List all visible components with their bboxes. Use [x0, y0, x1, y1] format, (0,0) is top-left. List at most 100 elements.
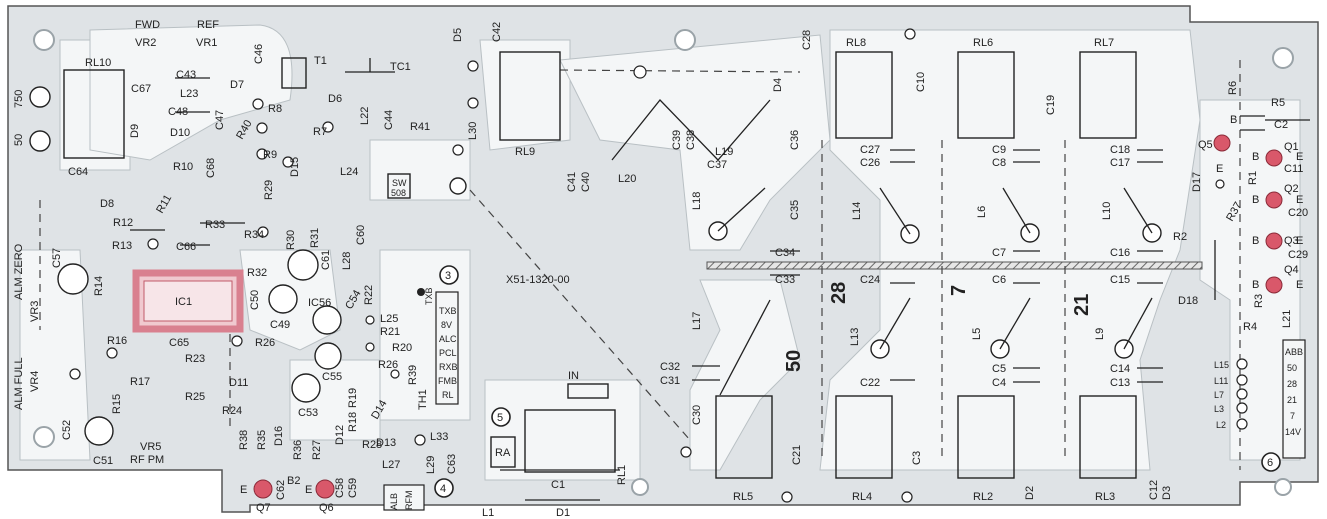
band-7: 7 — [948, 285, 970, 296]
label-B2: B2 — [287, 475, 300, 487]
label-C18: C18 — [1110, 144, 1130, 156]
label-R27: R27 — [311, 440, 323, 460]
label-Q7: Q7 — [256, 502, 271, 514]
label-L9: L9 — [1094, 328, 1106, 340]
label-C11: C11 — [1284, 163, 1303, 175]
label-R5: R5 — [1271, 97, 1285, 109]
label-L13: L13 — [849, 328, 861, 346]
electrolytic-caps — [29, 86, 342, 446]
label-Q6: Q6 — [319, 502, 334, 514]
label-C43: C43 — [176, 69, 196, 81]
section-3: 3 — [445, 270, 451, 282]
label-C47: C47 — [214, 110, 226, 130]
label-C17: C17 — [1110, 157, 1130, 169]
label-C58: C58 — [334, 478, 346, 498]
ic1-body — [143, 280, 233, 322]
label-R34: R34 — [244, 229, 264, 241]
label-L33: L33 — [430, 431, 448, 443]
label-C64: C64 — [68, 166, 88, 178]
part-number: X51-1320-00 — [506, 274, 570, 286]
label-L24: L24 — [340, 166, 358, 178]
label-C42: C42 — [491, 22, 503, 42]
label-L25: L25 — [380, 313, 398, 325]
label-R16: R16 — [107, 335, 127, 347]
txb-pin-2: 8V — [441, 320, 452, 330]
label-R38: R38 — [238, 430, 250, 450]
label-D8: D8 — [100, 198, 114, 210]
label-C12: C12 — [1148, 480, 1160, 500]
label-R26b: R26 — [378, 359, 398, 371]
coil-traces — [345, 58, 1310, 501]
label-C13: C13 — [1110, 377, 1130, 389]
label-sw: SW — [392, 178, 407, 188]
label-L27: L27 — [382, 459, 400, 471]
label-in: IN — [568, 370, 579, 382]
label-C41: C41 — [566, 172, 578, 192]
label-E7: E — [240, 484, 247, 496]
label-C10: C10 — [915, 72, 927, 92]
label-D18: D18 — [1178, 295, 1198, 307]
label-750: 750 — [13, 90, 25, 108]
band-select-3: 28 — [1287, 379, 1297, 389]
label-C35: C35 — [789, 200, 801, 220]
label-C30: C30 — [691, 405, 703, 425]
label-R14: R14 — [93, 276, 105, 296]
label-C5: C5 — [992, 363, 1006, 375]
band-line-3: L7 — [1214, 390, 1224, 400]
label-Q3: Q3 — [1284, 235, 1299, 247]
label-RL7: RL7 — [1094, 37, 1114, 49]
label-E6: E — [305, 484, 312, 496]
label-L23: L23 — [180, 88, 198, 100]
label-C55: C55 — [322, 371, 342, 383]
label-L28: L28 — [341, 252, 353, 270]
txb-pin-1: TXB — [439, 306, 457, 316]
label-C49: C49 — [270, 319, 290, 331]
label-IC1: IC1 — [175, 296, 192, 308]
ground-dot — [417, 288, 425, 296]
component-labels: VR2 VR1 RL10 C43 C46 T1 TC1 D5 C42 C28 R… — [51, 22, 1308, 519]
label-C36: C36 — [789, 130, 801, 150]
label-C40: C40 — [580, 172, 592, 192]
band-28: 28 — [828, 282, 850, 304]
band-line-4: L3 — [1214, 404, 1224, 414]
bus-bar — [706, 261, 1203, 270]
label-R6: R6 — [1227, 81, 1239, 95]
label-B3: B — [1252, 235, 1259, 247]
label-L20: L20 — [618, 173, 636, 185]
label-B5: B — [1230, 114, 1237, 126]
label-C1: C1 — [551, 479, 565, 491]
label-rfm: RFM — [404, 491, 414, 511]
label-C20: C20 — [1288, 207, 1308, 219]
label-D17: D17 — [1191, 172, 1203, 192]
label-R8: R8 — [268, 103, 282, 115]
label-R30: R30 — [285, 230, 297, 250]
side-labels: ALM ZERO VR3 ALM FULL VR4 750 50 FWD REF… — [13, 19, 579, 510]
label-C38: C38 — [685, 130, 697, 150]
label-D1: D1 — [556, 507, 570, 519]
label-C2: C2 — [1274, 119, 1288, 131]
label-C46: C46 — [253, 44, 265, 64]
band-line-2: L11 — [1214, 376, 1228, 386]
label-R25: R25 — [185, 391, 205, 403]
band-line-1: L15 — [1214, 360, 1229, 370]
label-alm-full: ALM FULL — [13, 357, 25, 410]
label-E2: E — [1296, 194, 1303, 206]
label-C8: C8 — [992, 157, 1006, 169]
label-L18: L18 — [691, 192, 703, 210]
label-C44: C44 — [383, 110, 395, 130]
label-C48: C48 — [168, 106, 188, 118]
label-ref: REF — [197, 19, 219, 31]
label-C62: C62 — [275, 480, 287, 500]
section-6: 6 — [1267, 457, 1273, 469]
label-Q1: Q1 — [1284, 141, 1299, 153]
label-L22: L22 — [359, 107, 371, 125]
label-R12: R12 — [113, 217, 133, 229]
label-R29: R29 — [263, 180, 275, 200]
label-C7: C7 — [992, 247, 1006, 259]
band-50: 50 — [783, 350, 805, 372]
section-5: 5 — [497, 412, 503, 424]
label-C60: C60 — [355, 225, 367, 245]
label-C14: C14 — [1110, 363, 1130, 375]
label-RL6: RL6 — [973, 37, 993, 49]
